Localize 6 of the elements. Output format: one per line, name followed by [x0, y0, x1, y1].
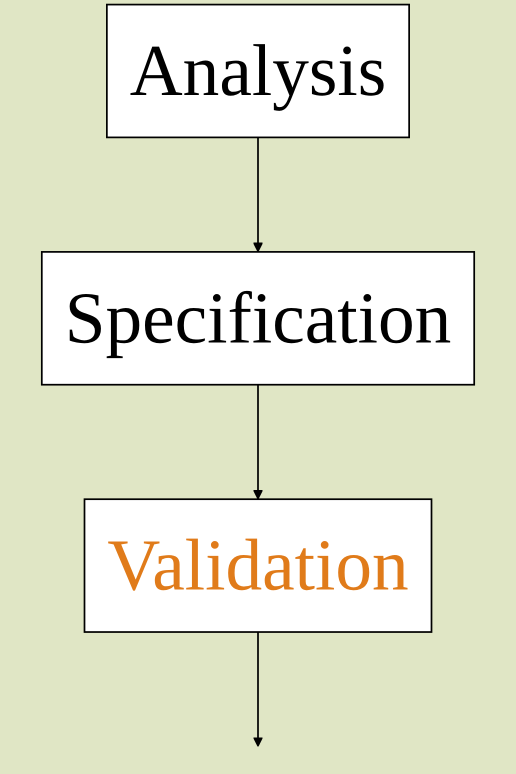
arrow — [252, 137, 264, 252]
node-box: Analysis — [106, 4, 410, 138]
arrow — [252, 632, 264, 747]
node-box: Specification — [40, 251, 476, 386]
node-box: Validation — [84, 498, 432, 633]
arrow — [252, 384, 264, 500]
